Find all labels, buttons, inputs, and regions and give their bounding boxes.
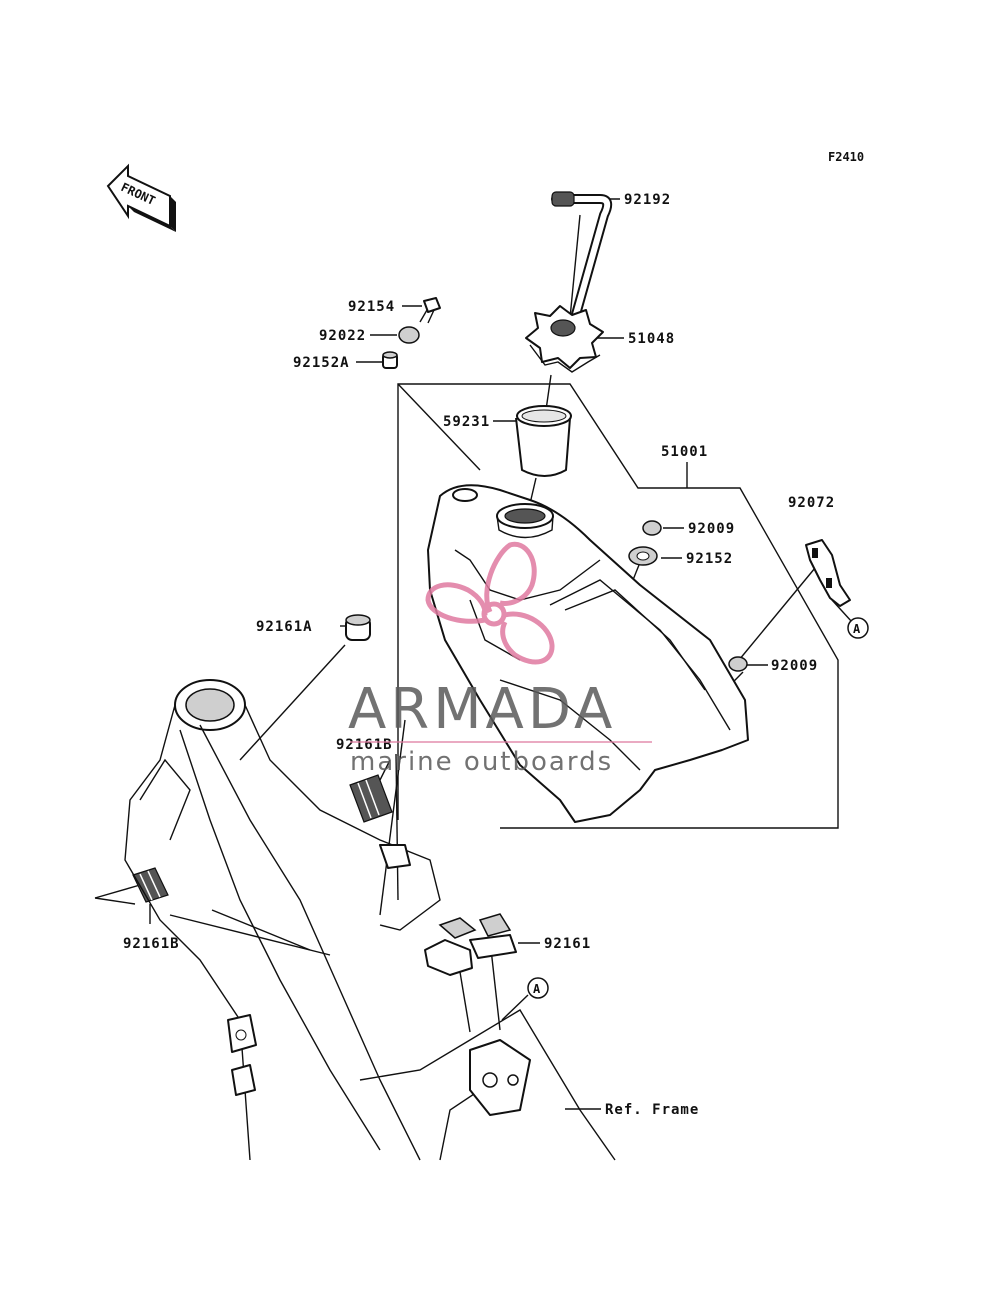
callout-59231: 59231 — [443, 414, 490, 430]
fuel-cap-51048 — [525, 305, 604, 373]
callout-51048: 51048 — [628, 331, 675, 347]
ref-marker-A-label: A — [853, 622, 861, 636]
bolt-92009-lower — [728, 656, 748, 672]
figure-code: F2410 — [828, 150, 864, 164]
front-arrow-icon: FRONT — [106, 163, 176, 232]
fuel-tank-51001 — [427, 484, 749, 823]
callout-92152: 92152 — [686, 551, 733, 567]
callout-ref-frame: Ref. Frame — [605, 1102, 699, 1118]
ref-marker-A-label: A — [533, 982, 541, 996]
damper-92161A — [345, 614, 371, 641]
bolt-92154 — [419, 297, 441, 324]
strainer-59231 — [515, 405, 572, 477]
callout-92161B-upper: 92161B — [336, 737, 393, 753]
callout-92161A: 92161A — [256, 619, 313, 635]
collar-92152A — [382, 351, 398, 369]
callout-92152A: 92152A — [293, 355, 350, 371]
callout-92022: 92022 — [319, 328, 366, 344]
callout-92009-upper: 92009 — [688, 521, 735, 537]
washer-92152 — [628, 546, 658, 566]
callout-92072: 92072 — [788, 495, 835, 511]
propeller-logo-icon — [425, 541, 555, 665]
watermark: ARMADA marine outboards — [348, 541, 652, 777]
callout-92009-lower: 92009 — [771, 658, 818, 674]
callout-92154: 92154 — [348, 299, 395, 315]
callout-92161B-left: 92161B — [123, 936, 180, 952]
callout-labels: 92192 92154 92022 92152A 51048 59231 510… — [123, 192, 835, 1118]
damper-92161B-left — [132, 867, 169, 903]
strap-92072 — [805, 539, 851, 607]
breather-hose — [551, 191, 613, 323]
ref-marker-A-strap: A — [847, 617, 869, 639]
ref-marker-A-frame: A — [527, 977, 549, 999]
watermark-tagline: marine outboards — [350, 747, 613, 777]
watermark-brand: ARMADA — [348, 677, 616, 742]
callout-92192: 92192 — [624, 192, 671, 208]
bolt-92009-upper — [642, 520, 662, 536]
damper-92161 — [424, 913, 517, 976]
damper-92161B-upper — [349, 774, 393, 823]
washer-92022 — [398, 326, 420, 344]
callout-92161: 92161 — [544, 936, 591, 952]
frame-ref — [124, 679, 616, 1161]
callout-51001: 51001 — [661, 444, 708, 460]
